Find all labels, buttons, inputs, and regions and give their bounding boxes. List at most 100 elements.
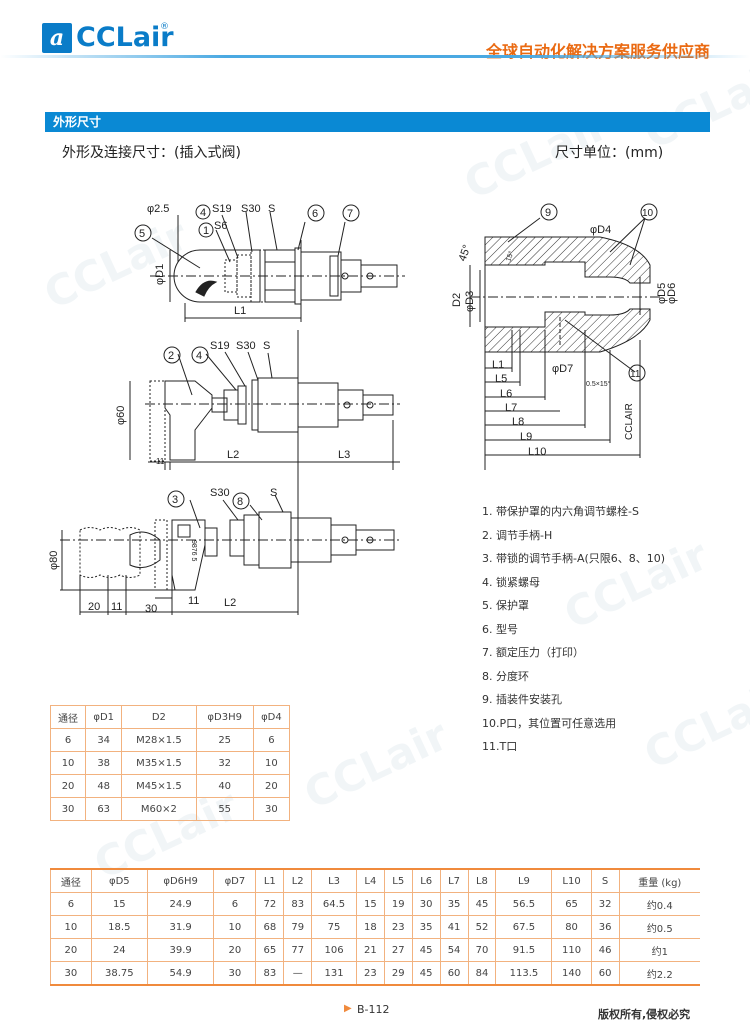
legend-item: 6. 型号: [482, 622, 518, 636]
page-number: B-112: [357, 1003, 390, 1016]
table-header: L5: [383, 868, 413, 893]
table-cell: 41: [439, 915, 469, 939]
table-cell: 32: [590, 892, 620, 916]
table-cell: 29: [383, 961, 413, 986]
table-header-row: 通径 φD1 D2 φD3H9 φD4: [49, 705, 291, 729]
table-cell: 40: [195, 774, 254, 798]
table-cell: 10: [213, 915, 257, 939]
svg-text:11: 11: [156, 457, 165, 466]
svg-text:S19: S19: [212, 203, 232, 215]
legend-item: 1. 带保护罩的内六角调节螺栓-S: [482, 505, 639, 518]
table-cell: 20: [49, 774, 87, 798]
svg-text:L5: L5: [495, 373, 507, 385]
svg-text:6: 6: [312, 208, 318, 220]
table-cell: 24: [90, 938, 148, 962]
legend-item: 7. 额定压力（打印）: [482, 646, 584, 659]
svg-text:φD3: φD3: [464, 291, 476, 312]
table-cell: 约0.5: [618, 915, 700, 939]
table-cell: 18.5: [90, 915, 148, 939]
svg-text:φD6: φD6: [666, 283, 678, 304]
table-cell: 30: [252, 797, 291, 821]
table-cell: 24.9: [146, 892, 215, 916]
technical-drawings: φ2.5 4 S19 S30 S 1 S6 5 6 7 φD1 L1: [48, 203, 678, 615]
svg-text:φD1: φD1: [154, 264, 166, 285]
table-cell: 46: [590, 938, 620, 962]
table-cell: 38.75: [90, 961, 148, 986]
table-cell: 56.5: [495, 892, 553, 916]
table-cell: 65: [551, 892, 592, 916]
table-cell: 10: [50, 915, 92, 939]
legend-item: 8. 分度环: [482, 669, 529, 683]
table-cell: —: [283, 961, 313, 986]
drawing-protective-cap: [150, 211, 405, 322]
table-cell: 20: [50, 938, 92, 962]
svg-text:L7: L7: [505, 402, 517, 414]
table-cell: 32: [195, 751, 254, 775]
svg-text:φD5: φD5: [656, 283, 668, 304]
svg-text:4: 4: [196, 350, 202, 362]
table-cell: 113.5: [495, 961, 553, 986]
svg-text:S30: S30: [241, 203, 261, 215]
svg-text:L3: L3: [338, 449, 350, 461]
table-header: φD5: [90, 868, 148, 893]
legend-item: 10.P口，其位置可任意选用: [482, 716, 617, 730]
svg-text:L6: L6: [500, 388, 512, 400]
svg-text:φ60: φ60: [115, 406, 127, 425]
table-header-row: 通径 φD5 φD6H9 φD7 L1 L2 L3 L4 L5 L6 L7 L8…: [50, 868, 700, 893]
page-arrow-icon: ▶: [344, 1003, 352, 1014]
table-cell: 45: [411, 938, 441, 962]
table-cell: 30: [50, 961, 92, 986]
table-header: D2: [121, 705, 197, 729]
legend-item: 11.T口: [482, 740, 518, 753]
table-header: 重量 (kg): [618, 868, 700, 893]
table-header: L6: [411, 868, 441, 893]
svg-text:L10: L10: [528, 446, 546, 458]
table-cell: 68: [255, 915, 285, 939]
table-cell: 27: [383, 938, 413, 962]
drawing-subtitle: 外形及连接尺寸：(插入式阀): [62, 145, 241, 161]
table-cell: 10: [49, 751, 87, 775]
unit-label: 尺寸单位：(mm): [555, 145, 664, 161]
table-cell: 70: [467, 938, 497, 962]
legend-item: 3. 带锁的调节手柄-A(只限6、8、10): [482, 552, 666, 565]
table-cell: 约2.2: [618, 961, 700, 986]
table-cell: 75: [311, 915, 357, 939]
table-header: L2: [283, 868, 313, 893]
table-header: L1: [255, 868, 285, 893]
table-cell: M45×1.5: [121, 774, 197, 798]
svg-text:L8: L8: [512, 416, 524, 428]
table-header: φD7: [213, 868, 257, 893]
table-cell: 31.9: [146, 915, 215, 939]
drawing-handle: [129, 330, 400, 470]
legend-item: 9. 插装件安装孔: [482, 693, 562, 706]
table-cell: 23: [355, 961, 385, 986]
table-cell: M35×1.5: [121, 751, 197, 775]
table-cell: 63: [85, 797, 123, 821]
table-header: φD3H9: [195, 705, 254, 729]
svg-text:30: 30: [145, 603, 157, 615]
svg-text:L2: L2: [227, 449, 239, 461]
svg-text:S: S: [268, 203, 275, 215]
table-cell: 38: [85, 751, 123, 775]
svg-text:11: 11: [111, 601, 122, 613]
table-cell: 80: [551, 915, 592, 939]
table-header: φD4: [252, 705, 291, 729]
svg-text:φD4: φD4: [590, 224, 611, 236]
svg-text:S19: S19: [210, 340, 230, 352]
table-cell: 83: [255, 961, 285, 986]
table-cell: 54.9: [146, 961, 215, 986]
svg-text:9876 5: 9876 5: [190, 540, 197, 562]
table-cell: 15: [90, 892, 148, 916]
svg-text:S6: S6: [214, 220, 227, 232]
table-header: φD1: [85, 705, 123, 729]
table-cell: 52: [467, 915, 497, 939]
table-header: L3: [311, 868, 357, 893]
svg-text:20: 20: [88, 601, 100, 613]
drawing-cavity-section: [469, 217, 660, 470]
logo-mark: a: [42, 23, 72, 53]
table-cell: 131: [311, 961, 357, 986]
